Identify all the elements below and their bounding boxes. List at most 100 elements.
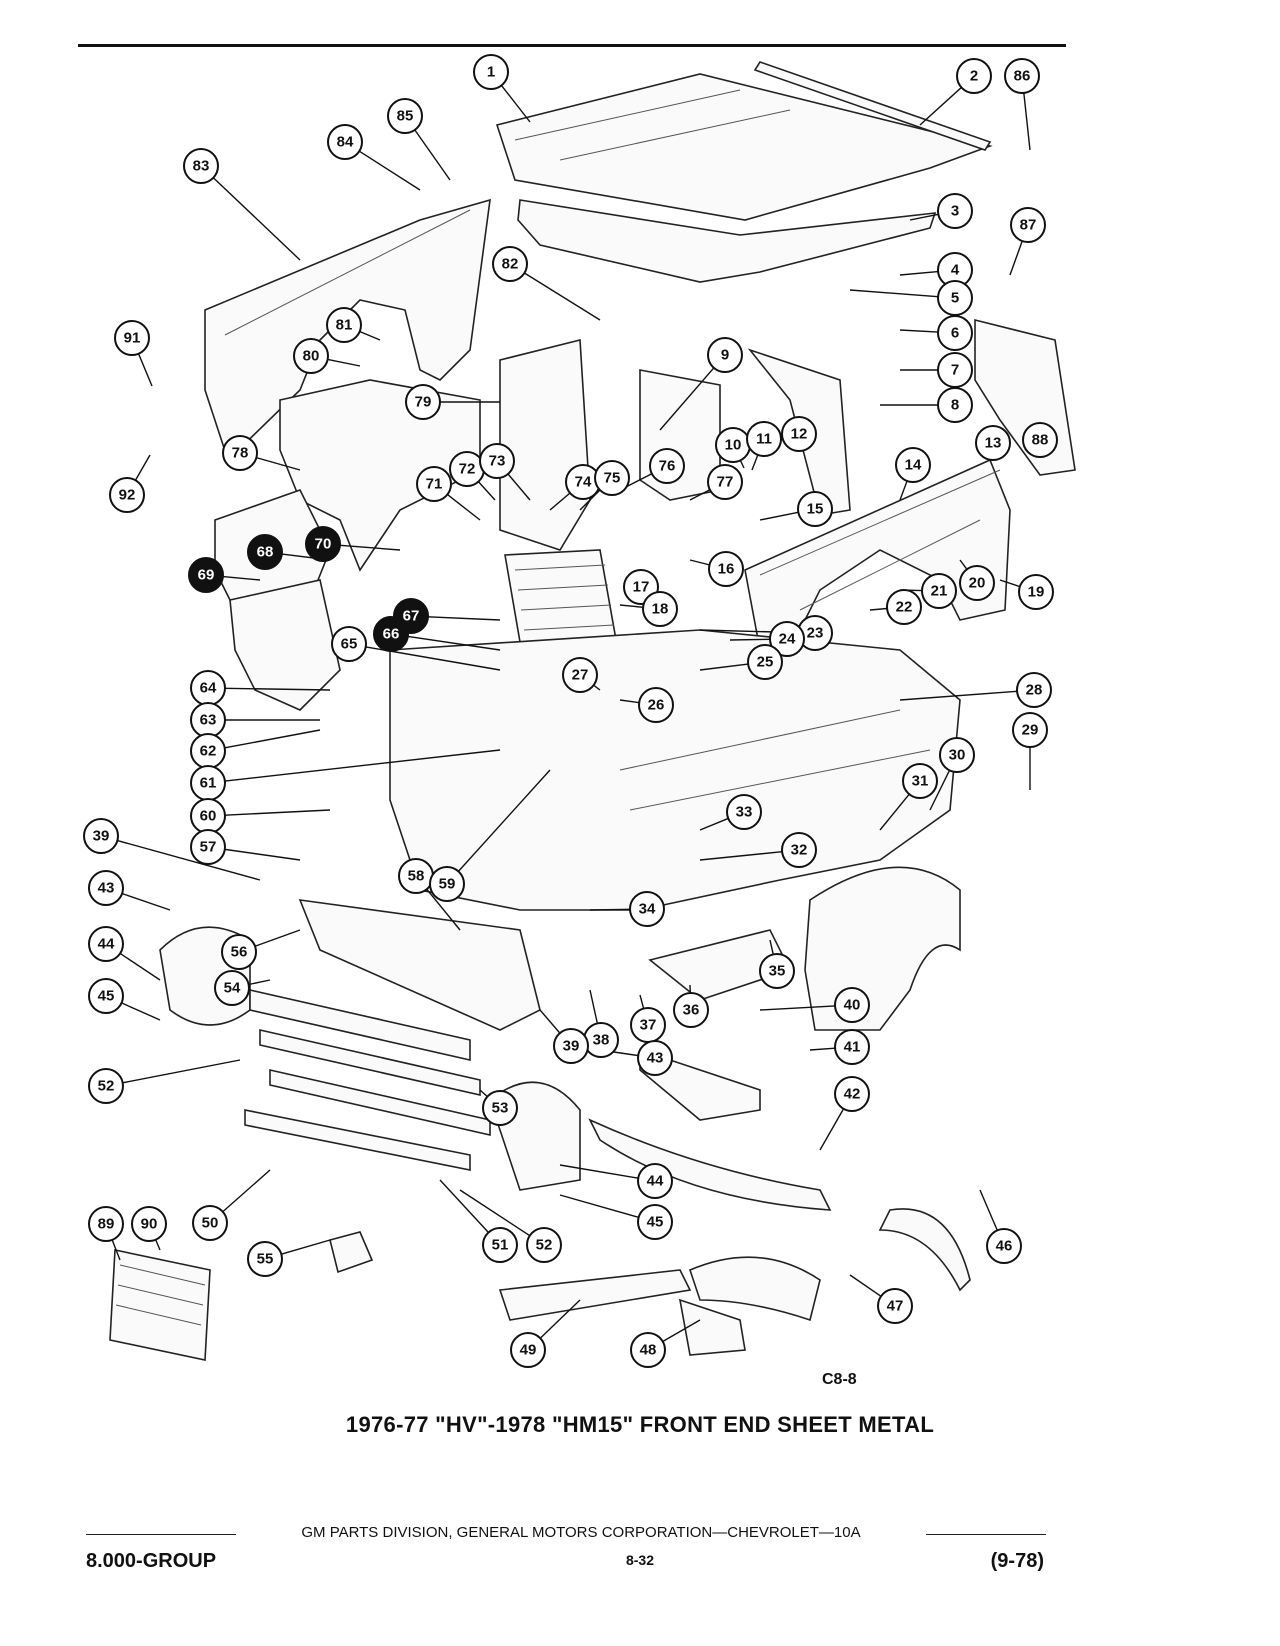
callout-circle <box>649 448 685 484</box>
callout-number: 62 <box>200 743 217 760</box>
callout-number: 60 <box>200 808 217 825</box>
callout-number: 56 <box>231 944 248 961</box>
callout-number: 34 <box>639 901 656 918</box>
hood-panel <box>495 73 993 221</box>
footer-rule-right <box>926 1534 1046 1535</box>
callout-83: 83 <box>183 148 219 184</box>
callout-21: 21 <box>921 573 957 609</box>
callout-31: 31 <box>902 763 938 799</box>
condenser-89 <box>109 1249 211 1361</box>
callout-15: 15 <box>797 491 833 527</box>
callout-number: 6 <box>951 325 959 342</box>
callout-circle <box>88 1068 124 1104</box>
callout-71: 71 <box>416 466 452 502</box>
callout-91: 91 <box>114 320 150 356</box>
callout-circle <box>1016 672 1052 708</box>
leader-line <box>248 979 271 986</box>
grille-bezel-57 <box>298 899 541 1031</box>
leader-line <box>589 908 631 911</box>
callout-36: 36 <box>673 992 709 1028</box>
callout-circle <box>327 124 363 160</box>
leader-line <box>919 86 962 126</box>
callout-number: 72 <box>459 461 476 478</box>
callout-number: 27 <box>572 667 589 684</box>
callout-number: 68 <box>257 544 274 561</box>
leader-line <box>899 270 939 276</box>
callout-leader-lines <box>111 84 1041 1343</box>
callout-circle <box>1012 712 1048 748</box>
callout-44: 44 <box>88 926 124 962</box>
leader-line <box>414 129 451 181</box>
callout-6: 6 <box>937 315 973 351</box>
callout-number: 57 <box>200 839 217 856</box>
callout-number: 33 <box>736 804 753 821</box>
callout-number: 23 <box>807 625 824 642</box>
callout-16: 16 <box>708 551 744 587</box>
callout-circle <box>956 58 992 94</box>
leader-line <box>457 769 551 872</box>
callout-number: 20 <box>969 575 986 592</box>
leader-line <box>619 604 644 609</box>
leader-line <box>121 892 171 911</box>
callout-circle <box>83 818 119 854</box>
callout-circle <box>781 832 817 868</box>
callout-circle <box>937 315 973 351</box>
leader-line <box>224 749 501 782</box>
callout-number: 43 <box>647 1050 664 1067</box>
callout-circle <box>192 1205 228 1241</box>
callout-number: 90 <box>141 1216 158 1233</box>
callout-number: 70 <box>315 536 332 553</box>
callout-circle <box>562 657 598 693</box>
callout-circle <box>114 320 150 356</box>
callout-number: 76 <box>659 458 676 475</box>
leader-line <box>559 1164 639 1179</box>
leader-line <box>254 929 301 947</box>
leader-line <box>426 888 461 931</box>
callout-number: 7 <box>951 362 959 379</box>
callout-circle <box>1018 574 1054 610</box>
callout-number: 78 <box>232 445 249 462</box>
leader-line <box>224 809 331 816</box>
leader-line <box>122 1059 241 1084</box>
leader-line <box>539 1299 581 1339</box>
leader-line <box>849 289 939 298</box>
callout-number: 41 <box>844 1039 861 1056</box>
page-number: 8-32 <box>625 1552 655 1568</box>
leader-line <box>427 616 501 621</box>
leader-line <box>751 454 759 471</box>
callout-circle <box>482 1090 518 1126</box>
leader-line <box>699 663 749 671</box>
leader-line <box>819 1108 845 1151</box>
callout-87: 87 <box>1010 207 1046 243</box>
leader-line <box>524 272 601 321</box>
callout-number: 16 <box>718 561 735 578</box>
leader-line <box>507 473 531 501</box>
callout-number: 30 <box>949 747 966 764</box>
callout-circle <box>188 557 224 593</box>
callout-circle <box>707 337 743 373</box>
callout-number: 36 <box>683 1002 700 1019</box>
callout-circle <box>594 460 630 496</box>
callout-10: 10 <box>715 427 751 463</box>
callout-number: 5 <box>951 290 959 307</box>
callout-number: 54 <box>224 980 241 997</box>
leader-line <box>689 559 710 566</box>
callout-63: 63 <box>190 702 226 738</box>
callout-3: 3 <box>937 193 973 229</box>
leader-line <box>256 456 301 471</box>
callout-number: 10 <box>725 437 742 454</box>
leader-line <box>477 481 496 501</box>
callout-43: 43 <box>637 1040 673 1076</box>
callout-41: 41 <box>834 1029 870 1065</box>
callout-number: 32 <box>791 842 808 859</box>
callout-number: 40 <box>844 997 861 1014</box>
callout-circle <box>293 338 329 374</box>
wheel-opening-molding-46 <box>878 1208 971 1292</box>
callout-number: 47 <box>887 1298 904 1315</box>
footer-rule-left <box>86 1534 236 1535</box>
callout-45: 45 <box>637 1204 673 1240</box>
callout-circle <box>405 384 441 420</box>
callout-circle <box>797 491 833 527</box>
